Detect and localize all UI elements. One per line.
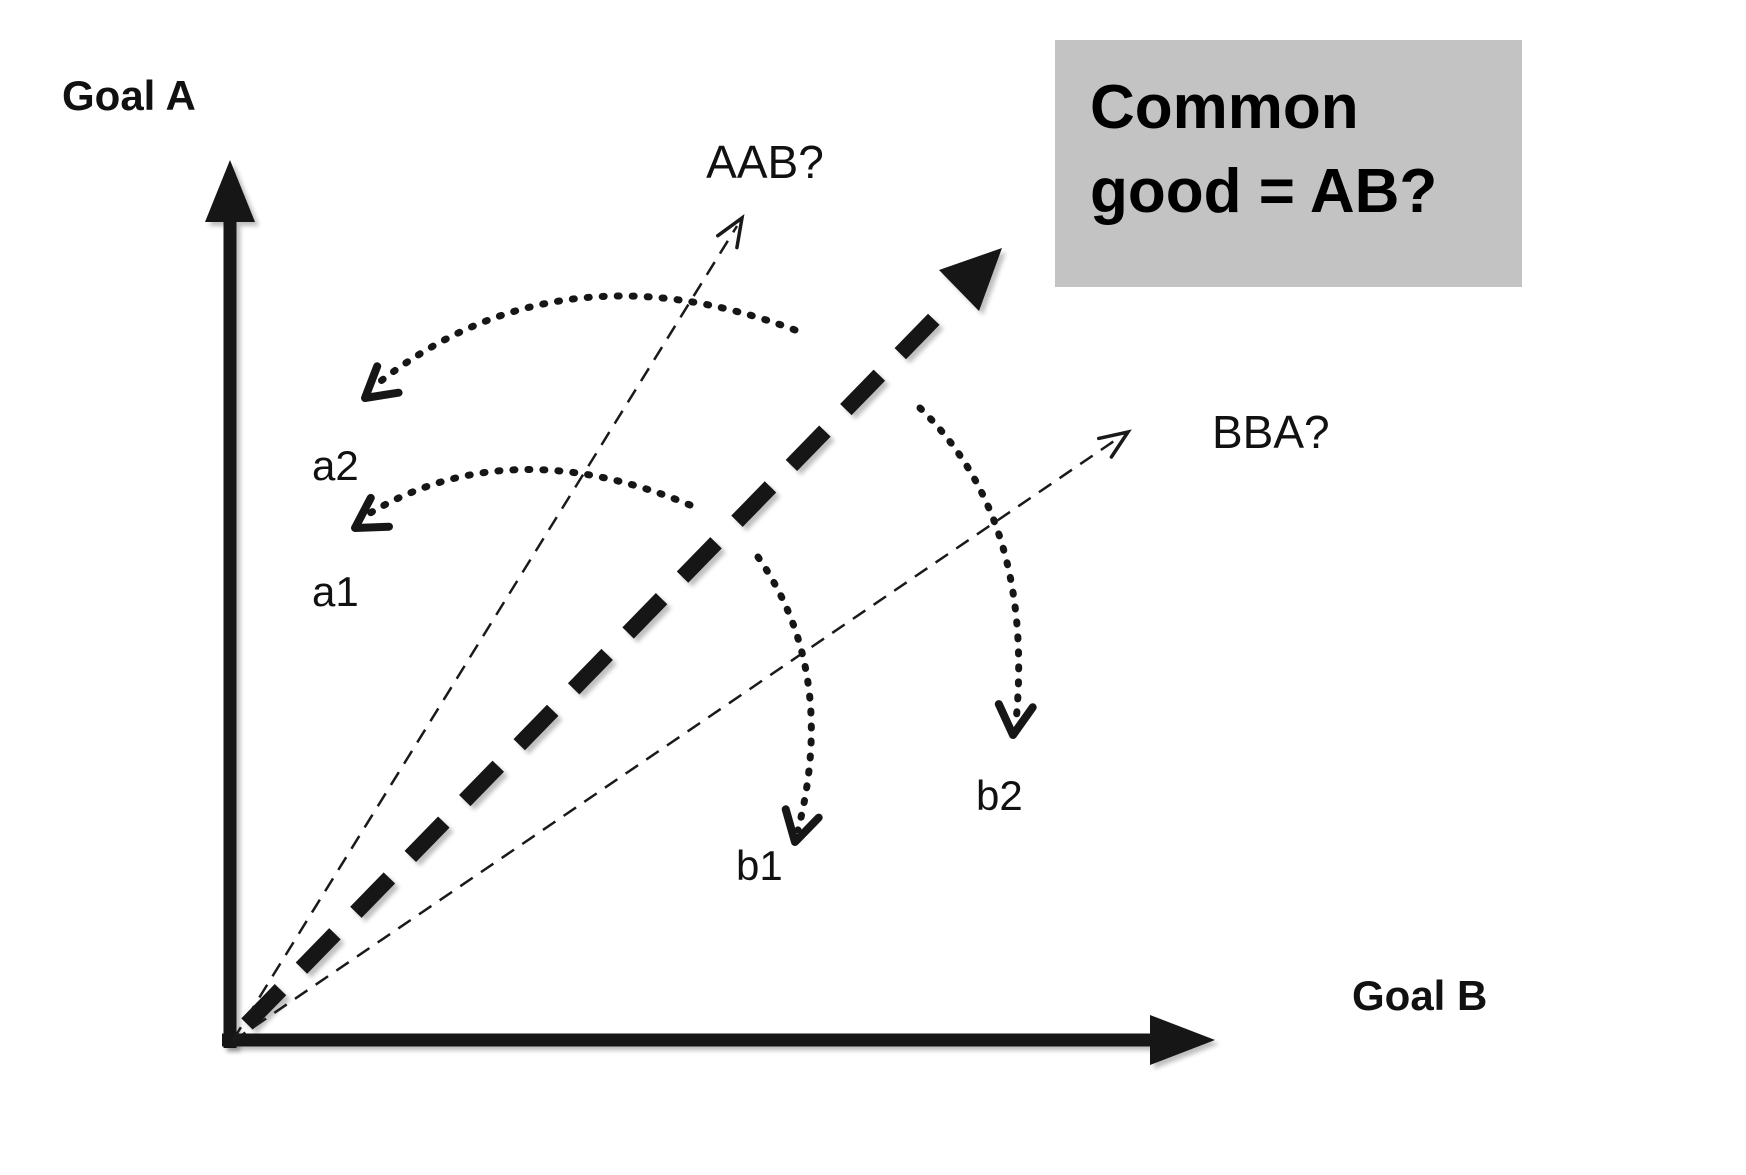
title-box-background bbox=[1055, 40, 1522, 287]
bba-label: BBA? bbox=[1212, 406, 1330, 458]
curve-b1-path bbox=[754, 553, 815, 834]
curve-a1-arrowhead-icon bbox=[351, 493, 393, 532]
x-axis-arrow bbox=[222, 1015, 1215, 1065]
curve-b2-arrowhead-icon bbox=[994, 700, 1037, 739]
y-axis-arrowhead-icon bbox=[205, 160, 255, 222]
title-box-line2: good = AB? bbox=[1090, 157, 1437, 226]
a1-label: a1 bbox=[312, 568, 359, 615]
goal-b-label: Goal B bbox=[1352, 972, 1487, 1019]
curve-a1 bbox=[351, 466, 694, 532]
curve-a1-path bbox=[358, 466, 694, 522]
curve-b1-arrowhead-icon bbox=[781, 805, 823, 846]
curve-b2 bbox=[916, 404, 1037, 739]
b2-label: b2 bbox=[976, 772, 1023, 819]
bba-arrowhead-icon bbox=[1096, 429, 1132, 459]
curve-a2 bbox=[361, 292, 799, 402]
aab-dashed-line bbox=[231, 225, 739, 1041]
title-box-line1: Common bbox=[1090, 73, 1359, 142]
common-good-arrowhead-icon bbox=[939, 248, 1002, 311]
y-axis-arrow bbox=[205, 160, 255, 1048]
curve-a2-path bbox=[368, 292, 799, 392]
curve-a2-arrowhead-icon bbox=[361, 362, 403, 402]
common-good-dashed-line bbox=[241, 309, 944, 1030]
common-good-arrow bbox=[241, 248, 1002, 1030]
curve-b1 bbox=[754, 553, 823, 846]
a2-label: a2 bbox=[312, 442, 359, 489]
common-good-title-box: Common good = AB? bbox=[1055, 40, 1522, 287]
bba-arrow bbox=[232, 429, 1132, 1043]
aab-label: AAB? bbox=[706, 136, 824, 188]
aab-arrow bbox=[231, 214, 745, 1041]
goal-a-label: Goal A bbox=[62, 72, 196, 119]
x-axis-arrowhead-icon bbox=[1150, 1015, 1215, 1065]
curve-b2-path bbox=[916, 404, 1023, 726]
b1-label: b1 bbox=[736, 842, 783, 889]
aab-arrowhead-icon bbox=[716, 214, 745, 250]
bba-dashed-line bbox=[232, 435, 1121, 1043]
